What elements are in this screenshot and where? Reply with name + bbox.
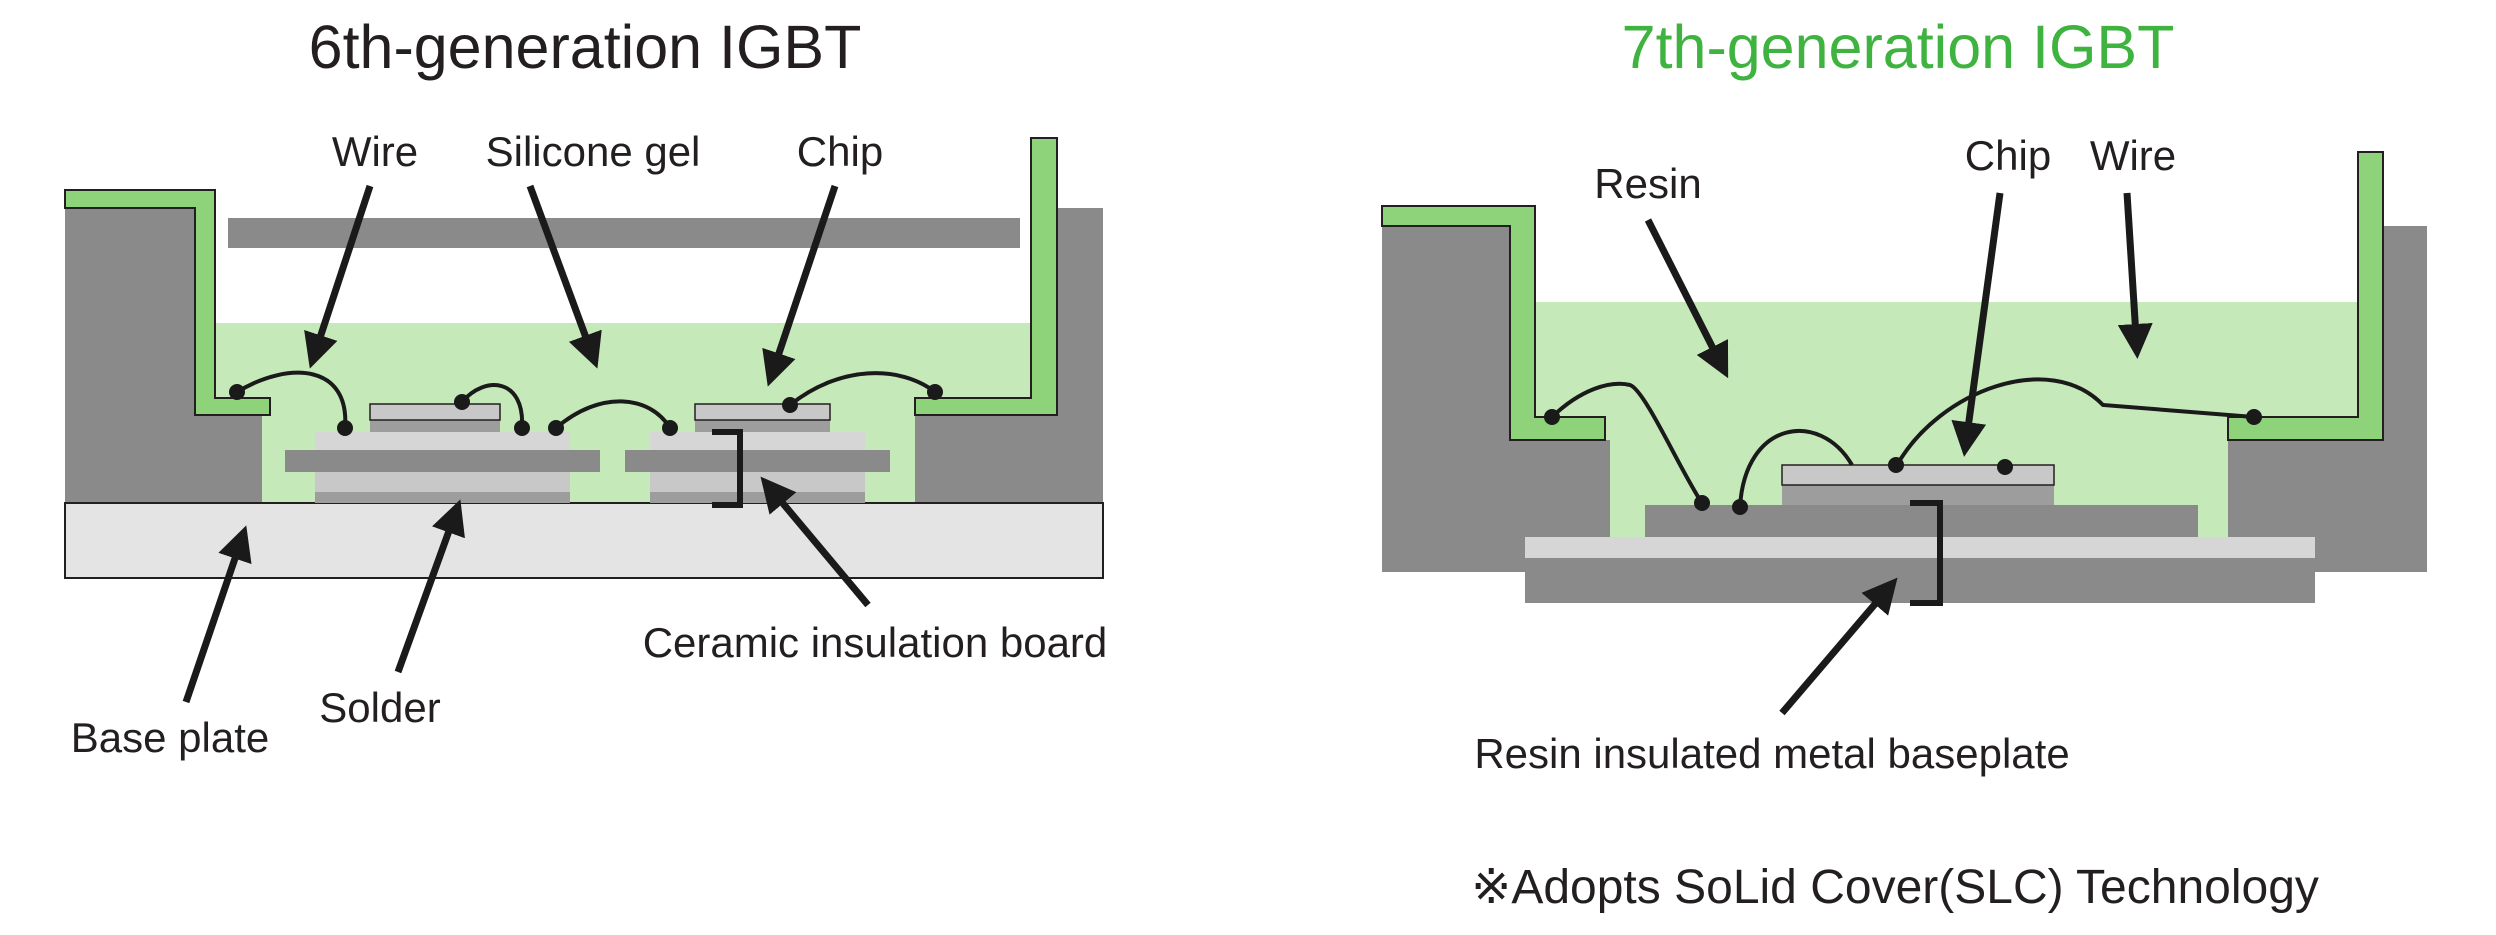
chip-7: [1781, 464, 2055, 486]
left-case-wall-7: [1382, 226, 1610, 572]
label-chip: Chip: [797, 128, 883, 175]
right-terminal-frame-7: [2227, 151, 2384, 441]
label-resin: Resin: [1594, 160, 1701, 207]
right-case-wall-7: [2228, 226, 2427, 572]
baseplate-bracket: [1910, 500, 1943, 606]
bond-wires-6th: [235, 370, 937, 430]
bond-wires-7th: [1550, 377, 2255, 508]
arrow-wire: [304, 184, 374, 369]
left-terminal-frame-7: [1381, 205, 1606, 441]
label-wire-7: Wire: [2090, 132, 2176, 179]
chip-a: [369, 403, 501, 421]
ceramic-board-a: [285, 450, 600, 472]
resin-insulation-layer: [1525, 537, 2315, 558]
copper-layer-a: [315, 472, 570, 492]
slc-technology-note: ※Adopts SoLid Cover(SLC) Technology: [1471, 861, 2319, 914]
sixth-gen-module: 6th-generation IGBT: [64, 13, 1108, 761]
solder-layer-b: [650, 492, 865, 503]
copper-layer-b: [650, 472, 865, 492]
label-base-plate: Base plate: [71, 714, 269, 761]
solder-layer-a: [315, 492, 570, 503]
chip-b: [694, 403, 831, 421]
sixth-gen-title: 6th-generation IGBT: [309, 13, 862, 81]
arrow-resin: [1644, 218, 1729, 379]
wire-bond-points-7th: [1544, 409, 2262, 515]
leader-arrows-7th: [1644, 192, 2153, 716]
case-lid: [228, 218, 1020, 248]
upper-copper-a: [315, 432, 570, 450]
ceramic-board-b: [625, 450, 890, 472]
arrow-baseplate: [1779, 577, 1898, 716]
arrow-ceramic: [760, 476, 871, 608]
left-case-wall: [65, 208, 262, 503]
chip-a-solder: [370, 420, 500, 432]
arrow-base-plate: [182, 525, 252, 704]
arrow-solder: [394, 499, 465, 674]
chip-solder-7: [1782, 485, 2054, 505]
arrow-chip: [762, 184, 839, 387]
left-terminal-frame: [64, 189, 271, 416]
label-ceramic-board: Ceramic insulation board: [643, 619, 1108, 666]
label-baseplate-7: Resin insulated metal baseplate: [1474, 730, 2069, 777]
copper-pattern-7: [1645, 505, 2198, 537]
label-silicone-gel: Silicone gel: [486, 128, 701, 175]
label-wire: Wire: [332, 128, 418, 175]
seventh-gen-module: 7th-generation IGBT: [1381, 13, 2427, 914]
arrow-chip-7: [1951, 192, 2004, 457]
wire-bond-points-6th: [229, 384, 943, 436]
seventh-gen-title: 7th-generation IGBT: [1622, 13, 2175, 81]
metal-baseplate: [1525, 558, 2315, 603]
arrow-silicone-gel: [526, 184, 602, 369]
label-solder: Solder: [319, 684, 440, 731]
base-plate: [64, 502, 1104, 579]
arrow-wire-7: [2117, 192, 2153, 359]
upper-copper-b: [650, 432, 865, 450]
right-terminal-frame: [914, 137, 1058, 416]
ceramic-bracket: [712, 429, 743, 508]
leader-arrows-6th: [182, 184, 871, 704]
label-chip-7: Chip: [1965, 132, 2051, 179]
